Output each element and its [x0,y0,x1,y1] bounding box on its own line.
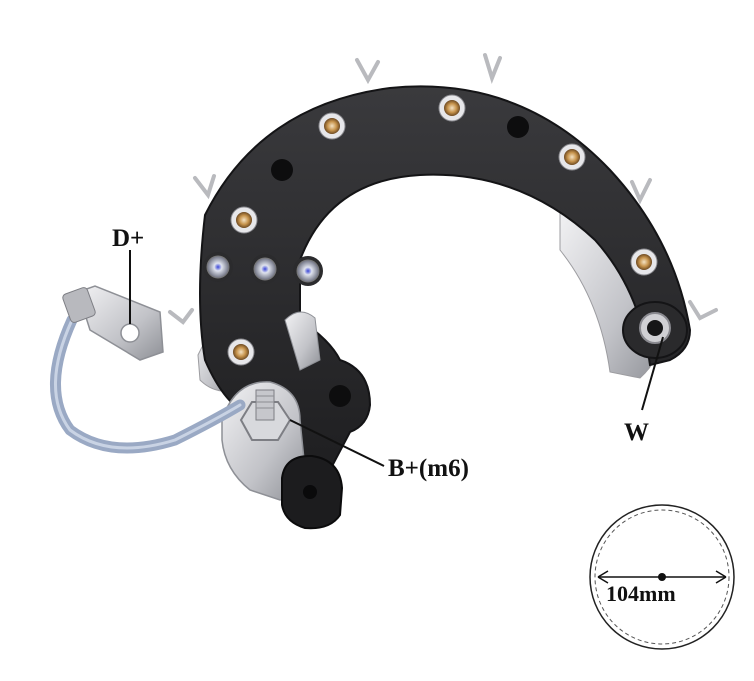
d-plus-label: D+ [112,225,145,252]
w-label: W [624,419,649,446]
mount-hole [271,159,293,181]
d-plus-wire [50,314,246,454]
mount-hole [329,385,351,407]
mount-hole [507,116,529,138]
solder-lugs [168,53,718,325]
annotation-lines [129,250,664,467]
w-terminal [622,301,688,359]
b-plus-stud [239,389,292,441]
diameter-indicator [589,504,735,650]
exciter-diodes [203,252,323,286]
diameter-label: 104mm [606,581,676,606]
w-leader [641,336,664,411]
diode-screws [227,94,658,366]
b-plus-leader [289,419,385,467]
insulator-cap [281,454,344,530]
b-plus-label: B+(m6) [388,455,469,482]
d-plus-terminal [62,285,164,361]
